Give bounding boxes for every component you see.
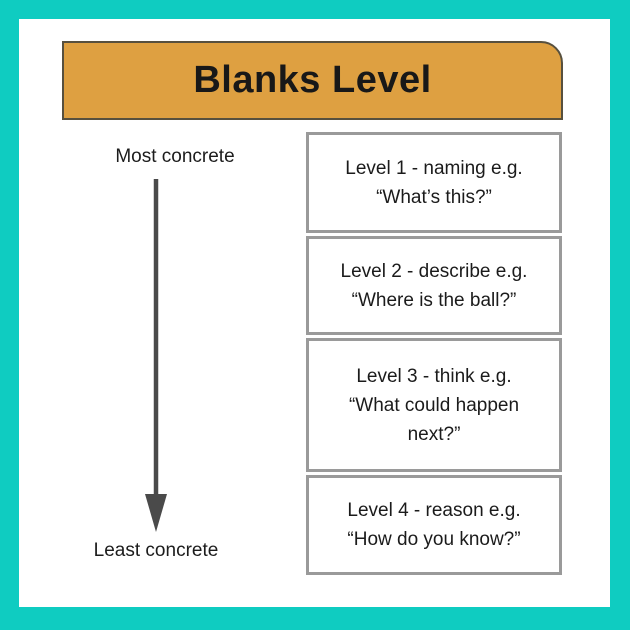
level-3-box: Level 3 - think e.g. “What could happen … <box>306 338 562 472</box>
level-1-label: Level 1 - naming e.g. <box>345 157 523 179</box>
level-3-label: Level 3 - think e.g. <box>356 365 512 387</box>
level-2-example: “Where is the ball?” <box>351 289 517 311</box>
axis-label-most-concrete: Most concrete <box>115 146 235 167</box>
level-2-box: Level 2 - describe e.g. “Where is the ba… <box>306 236 562 335</box>
level-1-box: Level 1 - naming e.g. “What’s this?” <box>306 132 562 233</box>
title-banner: Blanks Level <box>62 41 563 120</box>
levels-column: Level 1 - naming e.g. “What’s this?” Lev… <box>306 132 562 575</box>
page-title: Blanks Level <box>193 59 432 101</box>
level-1-example: “What’s this?” <box>376 186 492 208</box>
down-arrow-icon <box>145 179 167 532</box>
level-4-label: Level 4 - reason e.g. <box>347 500 521 521</box>
axis-label-least-concrete: Least concrete <box>93 540 219 561</box>
content-panel: Blanks Level Most concrete Least concret… <box>19 19 610 607</box>
level-4-box: Level 4 - reason e.g. “How do you know?” <box>306 475 562 575</box>
level-4-example: “How do you know?” <box>347 529 521 550</box>
level-3-example: “What could happen next?” <box>348 394 520 445</box>
level-2-label: Level 2 - describe e.g. <box>340 260 528 282</box>
